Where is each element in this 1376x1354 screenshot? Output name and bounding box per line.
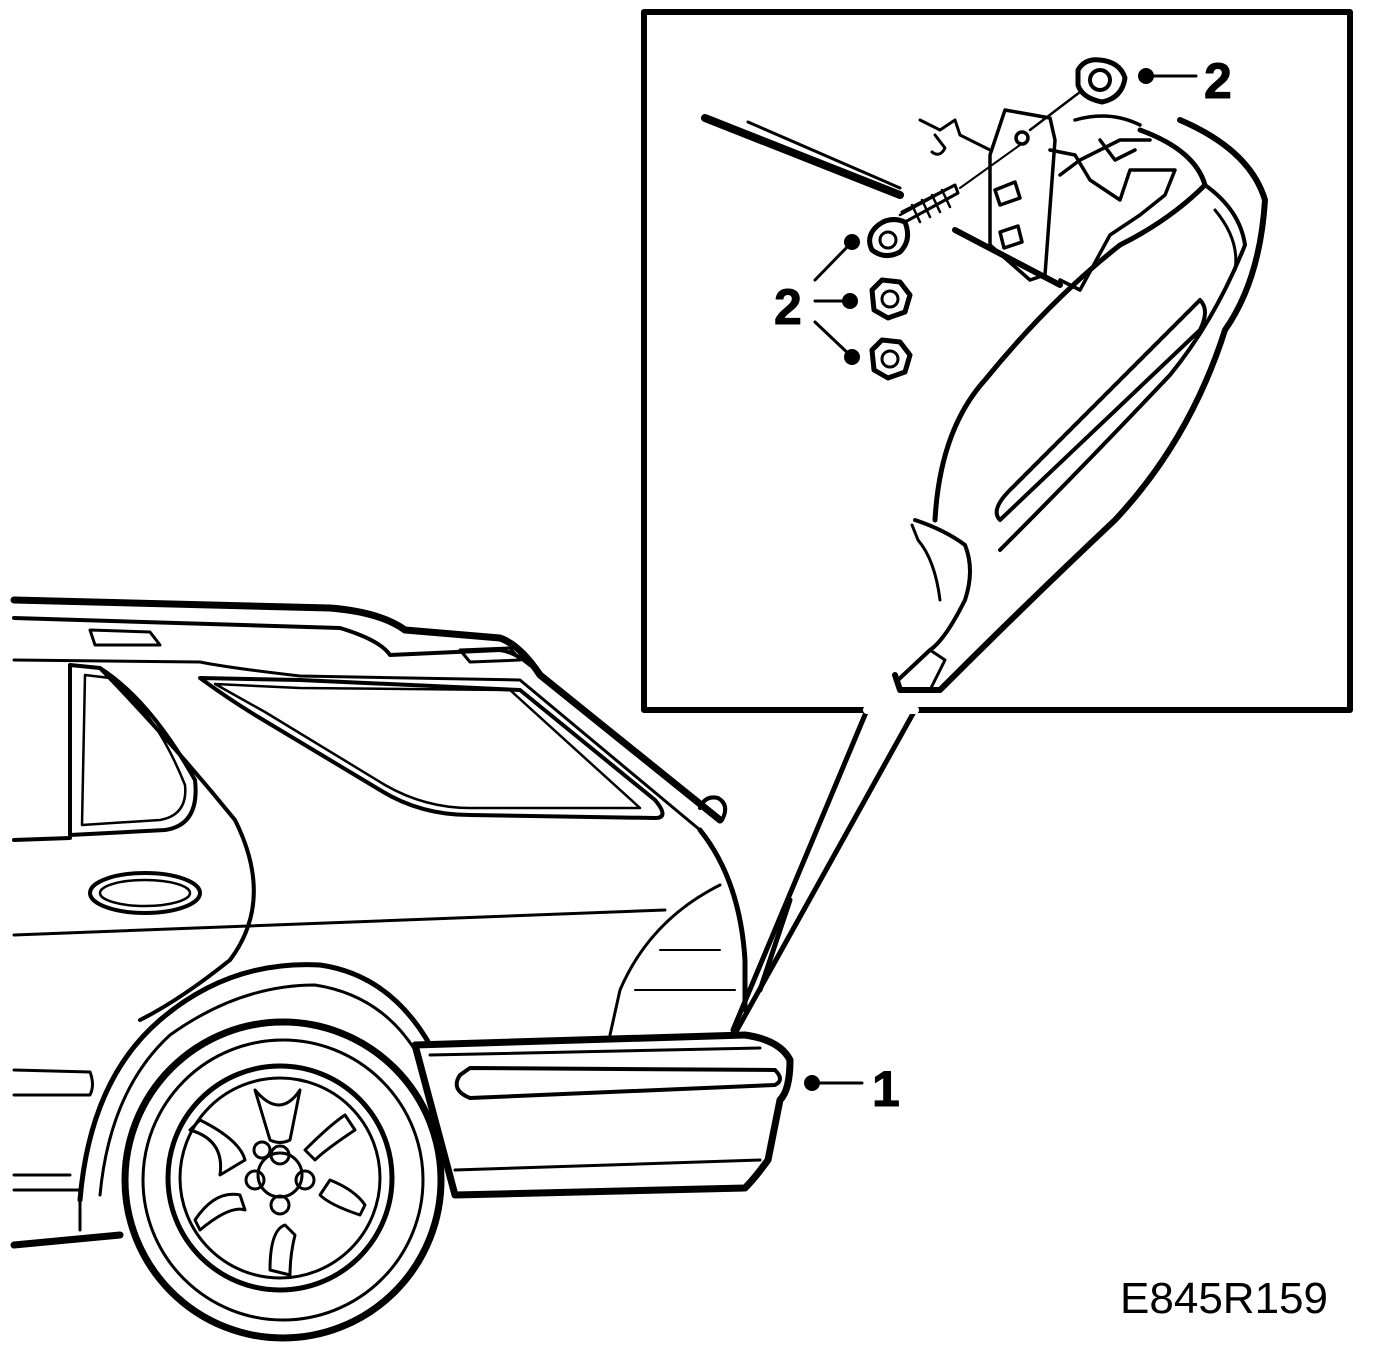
wheel-spokes: [190, 1090, 365, 1275]
callout-2-top-leader: [1138, 68, 1196, 84]
mounting-bolt-icon: [870, 145, 1020, 256]
detail-inset-frame: [644, 12, 1350, 710]
clip-icon: [920, 120, 990, 154]
callout-label-2-left: 2: [774, 279, 802, 335]
figure-reference-code: E845R159: [1120, 1274, 1328, 1323]
zoom-pointer: [733, 710, 915, 1030]
bumper-detail: [895, 120, 1265, 690]
mounting-bracket: [990, 110, 1175, 290]
callout-label-1: 1: [872, 1061, 900, 1117]
nut-icon: [872, 340, 910, 378]
nut-icon: [872, 280, 910, 318]
rear-wheel: [125, 1022, 441, 1338]
callout-1-leader: [804, 1075, 862, 1091]
callout-label-2-top: 2: [1204, 53, 1232, 109]
callout-2-left-leaders: [815, 234, 860, 365]
wheel-hub: [246, 1142, 314, 1214]
rear-bumper: [415, 1035, 790, 1195]
top-nut-icon: [1030, 60, 1125, 130]
car-body: [14, 600, 745, 1245]
detail-inset: [705, 60, 1265, 690]
